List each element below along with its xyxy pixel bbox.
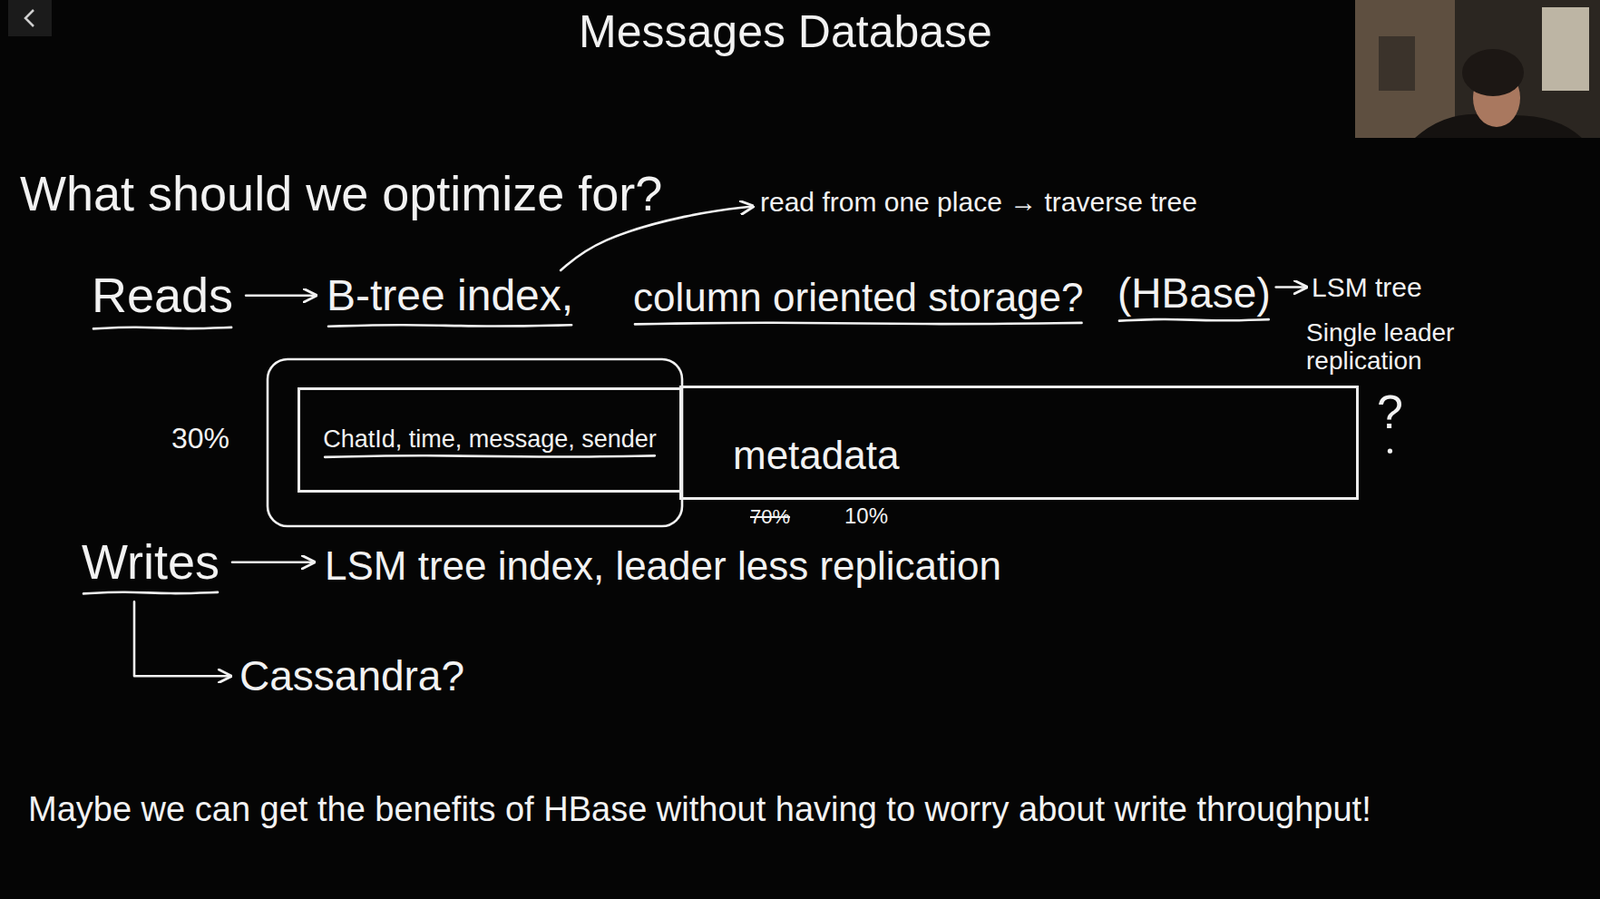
underline	[93, 327, 232, 330]
database-option-wrap: (HBase)	[1117, 270, 1271, 317]
webcam-bg	[1355, 0, 1600, 138]
writes-option: LSM tree index, leader less replication	[324, 544, 1002, 588]
question-mark-wrap: ?	[1376, 386, 1404, 439]
webcam-hair	[1462, 48, 1524, 97]
conclusion-note: Maybe we can get the benefits of HBase w…	[28, 790, 1372, 830]
cell-text: metadata	[732, 433, 899, 478]
conclusion-note-wrap: Maybe we can get the benefits of HBase w…	[28, 790, 1372, 830]
writes-label-wrap: Writes	[81, 535, 220, 589]
percentage-label: 30%	[171, 422, 230, 455]
writes-option-wrap: LSM tree index, leader less replication	[324, 544, 1002, 588]
webcam-wall	[1355, 0, 1455, 138]
ink-dot	[1387, 448, 1393, 454]
annotation-note: read from one place → traverse tree	[760, 186, 1198, 217]
flow-arrow	[1276, 285, 1307, 289]
field-list: ChatId, time, message, sender	[322, 426, 657, 454]
writes-label: Writes	[81, 535, 220, 589]
title-wrap: Messages Database	[578, 7, 993, 58]
back-chevron	[25, 9, 34, 27]
database-option: (HBase)	[1117, 270, 1271, 317]
pen-strokes	[83, 205, 1393, 676]
index-option: LSM tree	[1311, 272, 1423, 303]
reads-label: Reads	[91, 268, 234, 322]
question-mark: ?	[1376, 386, 1404, 439]
page-title: Messages Database	[578, 7, 993, 58]
storage-option-wrap: column oriented storage?	[633, 275, 1084, 320]
index-option-wrap: B-tree index,	[326, 272, 574, 321]
flow-arrow	[232, 560, 314, 564]
storage-option: column oriented storage?	[633, 275, 1084, 320]
percentage-label: 70%	[750, 506, 791, 528]
database-option-wrap: Cassandra?	[239, 653, 465, 700]
underline	[1119, 319, 1269, 322]
annotation-note-wrap: read from one place → traverse tree	[760, 186, 1198, 217]
webcam-window	[1541, 7, 1590, 91]
back-button-bg	[8, 0, 52, 37]
underline	[328, 324, 572, 327]
question-heading: What should we optimize for?	[19, 166, 663, 221]
flow-arrow	[245, 293, 316, 297]
metadata-cell: metadata	[679, 385, 1359, 500]
webcam-cabinet	[1378, 36, 1415, 91]
percentage-label: 10%	[844, 504, 888, 528]
replication-note: Single leader replication	[1306, 319, 1506, 376]
reads-label-wrap: Reads	[91, 268, 234, 322]
percentage-label-wrap: 30%	[171, 422, 230, 455]
underline	[324, 455, 655, 458]
index-option: B-tree index,	[326, 272, 574, 321]
percentage-label-wrap: 10%	[844, 504, 888, 528]
hook-arrow	[134, 601, 231, 676]
underline	[634, 322, 1083, 325]
index-option-wrap: LSM tree	[1311, 272, 1423, 303]
underline	[83, 592, 218, 595]
percentage-label-wrap: 70%	[750, 506, 791, 528]
field-cell: ChatId, time, message, sender	[297, 387, 683, 493]
group-outline	[267, 359, 683, 527]
database-option: Cassandra?	[239, 653, 465, 700]
webcam-thumbnail	[1355, 0, 1600, 138]
replication-note-wrap: Single leader replication	[1306, 319, 1506, 376]
question-heading-wrap: What should we optimize for?	[19, 166, 663, 221]
back-button	[8, 0, 52, 37]
